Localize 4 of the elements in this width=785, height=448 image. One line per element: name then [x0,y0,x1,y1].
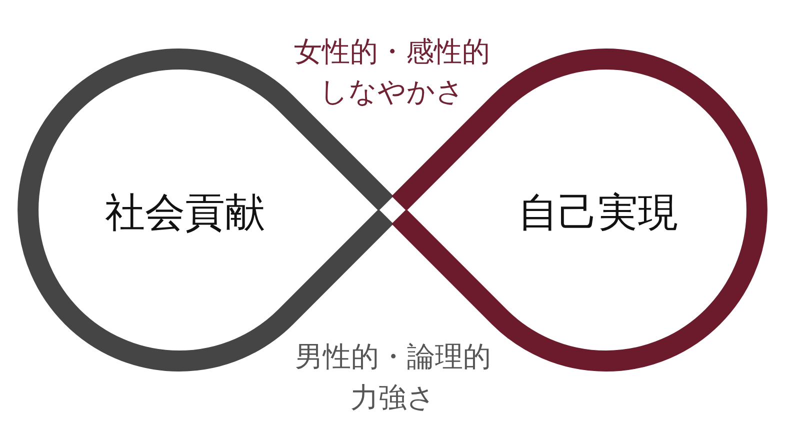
loop-label: 社会貢献 [105,189,265,237]
caption-text: 男性的・論理的力強さ [294,339,492,416]
caption-text: 女性的・感性的しなやかさ [292,34,491,110]
loop-label: 自己実現 [518,189,678,237]
